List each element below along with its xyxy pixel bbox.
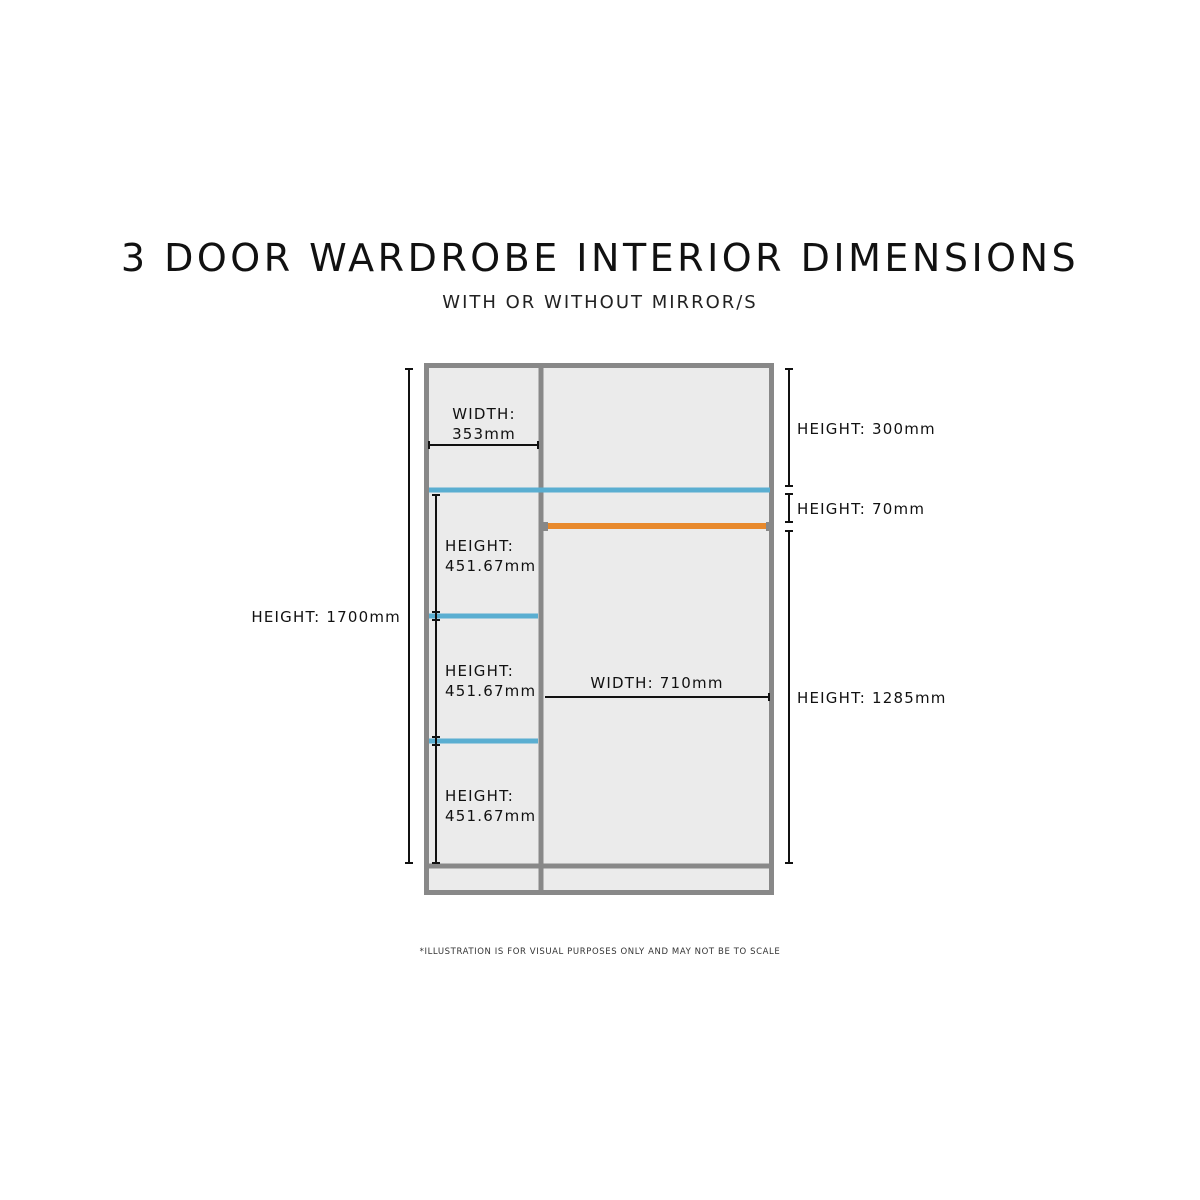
shelf-height-2-line1: HEIGHT: bbox=[445, 662, 514, 680]
wardrobe-interior bbox=[426, 365, 772, 892]
page-title: 3 DOOR WARDROBE INTERIOR DIMENSIONS bbox=[120, 236, 1080, 280]
rail-gap-height-label: HEIGHT: 70mm bbox=[797, 500, 925, 518]
shelf-height-1-line2: 451.67mm bbox=[445, 557, 536, 575]
left-width-label-line1: WIDTH: bbox=[452, 405, 516, 423]
shelf-height-1-line1: HEIGHT: bbox=[445, 537, 514, 555]
rail-bracket-left bbox=[543, 522, 548, 531]
overall-height-label: HEIGHT: 1700mm bbox=[251, 608, 401, 626]
hanging-height-label: HEIGHT: 1285mm bbox=[797, 689, 947, 707]
shelf-height-2-line2: 451.67mm bbox=[445, 682, 536, 700]
shelf-height-3-line1: HEIGHT: bbox=[445, 787, 514, 805]
disclaimer-note: *ILLUSTRATION IS FOR VISUAL PURPOSES ONL… bbox=[419, 947, 781, 957]
shelf-height-3-line2: 451.67mm bbox=[445, 807, 536, 825]
dimension-lines bbox=[405, 368, 793, 864]
top-height-label: HEIGHT: 300mm bbox=[797, 420, 936, 438]
right-width-label: WIDTH: 710mm bbox=[590, 674, 723, 692]
wardrobe-frame bbox=[424, 363, 774, 895]
left-width-label-line2: 353mm bbox=[452, 425, 516, 443]
page-subtitle: WITH OR WITHOUT MIRROR/S bbox=[442, 292, 758, 313]
rail-bracket-right bbox=[766, 522, 771, 531]
